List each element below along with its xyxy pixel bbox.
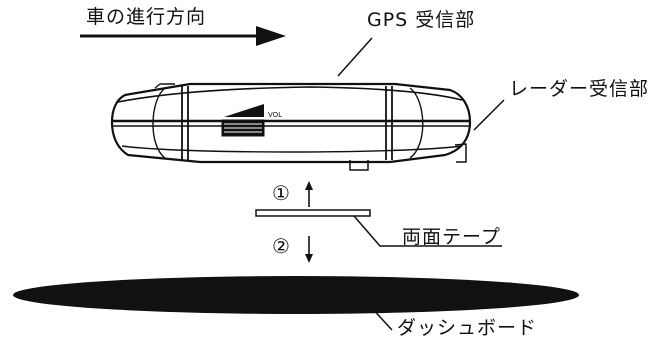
step1-up-arrow — [305, 181, 313, 207]
vol-label: VOL — [268, 111, 282, 119]
gps-leader-line — [337, 37, 373, 77]
radar-leader-line — [473, 99, 505, 131]
step2-down-arrow — [305, 236, 313, 263]
direction-arrow — [80, 26, 286, 46]
step1-label: ① — [272, 181, 290, 205]
dashboard-label: ダッシュボード — [397, 317, 538, 339]
volume-control: VOL — [221, 104, 282, 137]
dashboard-leader-line — [369, 305, 393, 331]
dashboard-surface — [13, 276, 579, 314]
gps-receiver-label: GPS 受信部 — [367, 9, 476, 31]
double-sided-tape — [255, 209, 371, 217]
direction-label: 車の進行方向 — [86, 6, 207, 28]
step2-label: ② — [272, 234, 290, 258]
tape-leader-line — [353, 215, 502, 247]
tape-label: 両面テープ — [402, 226, 501, 248]
radar-receiver-label: レーダー受信部 — [509, 78, 650, 100]
radar-detector-device — [110, 82, 472, 171]
volume-wedge-icon — [224, 104, 264, 117]
